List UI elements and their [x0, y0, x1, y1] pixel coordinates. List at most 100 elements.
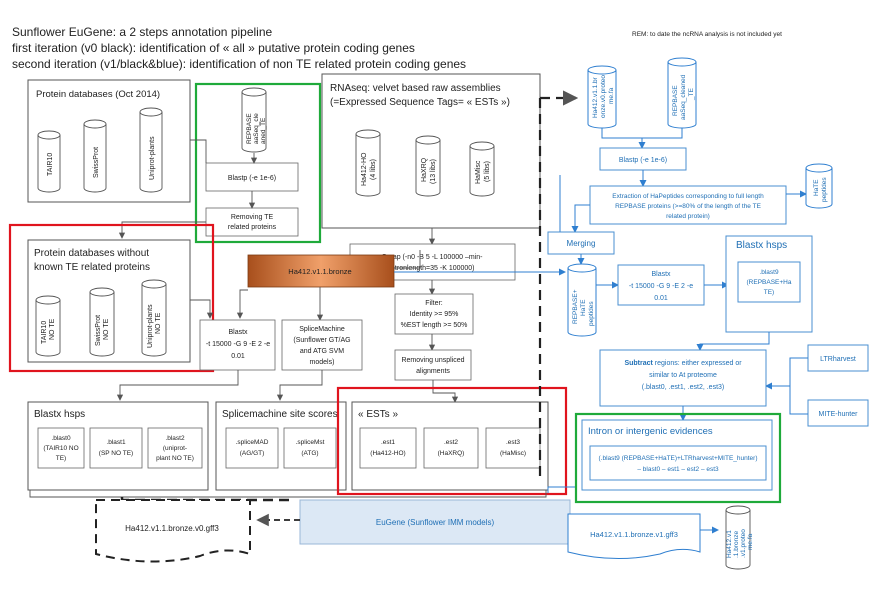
tair10-cylinder: TAIR10: [37, 130, 61, 193]
unspliced-label1: Removing unspliced: [401, 357, 464, 364]
rem-note: REM: to date the ncRNA analysis is not i…: [632, 31, 782, 38]
intron-formula2: – blast0 – est1 – est2 – est3: [637, 466, 719, 473]
remove-te-label2: related proteins: [228, 224, 277, 231]
filter-box: [394, 293, 474, 335]
svg-text:HaTE: HaTE: [813, 179, 820, 196]
svg-text:Ha412-HO: Ha412-HO: [361, 152, 368, 186]
right-blastx-label2: -t 15000 -G 9 -E 2 -e: [629, 283, 693, 290]
blast0-label1: .blast0: [51, 435, 71, 442]
blast2-label3: plant NO TE): [156, 455, 194, 462]
est2-box: [423, 427, 479, 469]
extract-box: [589, 185, 787, 225]
svg-text:(4 libs): (4 libs): [370, 159, 377, 180]
splice-scores-title: Splicemachine site scores: [222, 409, 338, 420]
no-te-highlight: [8, 223, 215, 373]
blastp-label: Blastp (-e 1e-6): [228, 175, 276, 182]
uniprot-cylinder: Uniprot-plants: [139, 107, 163, 193]
blast2-label2: (uniprot-: [163, 445, 187, 452]
splicemachine-label3: and ATG SVM: [300, 348, 344, 355]
blast0-box: [37, 427, 85, 469]
ltrharvest-label: LTRharvest: [820, 356, 856, 363]
svg-text:HaMisc: HaMisc: [475, 160, 482, 184]
svg-text:peptides: peptides: [821, 177, 828, 202]
blast9-label1: .blast9: [759, 269, 779, 276]
remove-te-label1: Removing TE: [231, 214, 274, 221]
splicemst-label1: .spliceMst: [296, 439, 325, 446]
splicemad-label2: (AG/GT): [240, 450, 265, 457]
svg-text:aned_TE: aned_TE: [260, 117, 267, 144]
extract-label3: related protein): [666, 213, 710, 220]
splicemachine-label1: SpliceMachine: [299, 326, 345, 333]
mitehunter-label: MITE-hunter: [819, 411, 859, 418]
filter-label3: %EST length >= 50%: [401, 322, 468, 329]
unspliced-label2: alignments: [416, 368, 450, 375]
blast1-label2: (SP NO TE): [99, 450, 133, 457]
blast0-label3: TE): [56, 455, 66, 462]
svg-text:REPBASE: REPBASE: [672, 85, 679, 116]
blastx-hsps-title: Blastx hsps: [34, 409, 85, 420]
svg-text:.v1.proteo: .v1.proteo: [740, 529, 747, 558]
blast1-label1: .blast1: [106, 439, 126, 446]
ha412-ho-cylinder: Ha412-HO (4 libs): [355, 129, 381, 197]
blastx-left-label2: -t 15000 -G 9 -E 2 -e: [206, 341, 270, 348]
ests-title: « ESTs »: [358, 409, 398, 420]
splicemachine-label2: (Sunflower GT/AG: [293, 337, 350, 344]
genome-box: [247, 254, 395, 288]
blast9-label3: TE): [764, 289, 774, 296]
svg-text:REPBASE+: REPBASE+: [572, 289, 579, 324]
right-blastx-box: [617, 264, 705, 306]
right-blastp-label: Blastp (-e 1e-6): [619, 157, 667, 164]
rnaseq-title2: (=Expressed Sequence Tags= « ESTs »): [330, 97, 510, 108]
protein-db-title: Protein databases (Oct 2014): [36, 89, 160, 100]
svg-text:NO TE: NO TE: [103, 318, 110, 340]
svg-text:me.fa: me.fa: [608, 87, 615, 104]
unspliced-box: [394, 349, 472, 381]
splicemad-label1: .spliceMAD: [236, 439, 269, 446]
est1-label2: (Ha412-HO): [370, 450, 405, 457]
ests-highlight: [336, 386, 568, 496]
splicemst-box: [283, 427, 337, 469]
splicemachine-label4: models): [310, 359, 335, 366]
header-line1: Sunflower EuGene: a 2 steps annotation p…: [12, 25, 273, 39]
right-hsps-title: Blastx hsps: [736, 240, 787, 251]
subtract-box: [599, 349, 767, 407]
est1-box: [359, 427, 417, 469]
header-line3: second iteration (v1/black&blue): identi…: [12, 57, 466, 71]
svg-text:HaXRQ: HaXRQ: [421, 157, 428, 182]
gmap-label1: Gmap (-n0 -B 5 -L 100000 –min-: [382, 254, 484, 261]
gmap-label2: intronlength=35 -K 100000): [389, 265, 474, 272]
svg-text:_TE: _TE: [688, 87, 695, 101]
uniprot-note-cylinder: Uniprot-plants NO TE: [141, 279, 167, 357]
subtract-label1: Subtract regions: either expressed or: [624, 360, 742, 367]
intron-formula-box: [589, 445, 767, 481]
swissprot-note-cylinder: SwissProt NO TE: [89, 287, 115, 357]
intron-formula1: (.blast9 (REPBASE+HaTE)+LTRharvest+MITE_…: [598, 455, 757, 462]
svg-text:TAIR10: TAIR10: [41, 321, 48, 344]
intron-title: Intron or intergenic evidences: [588, 426, 713, 437]
haxrq-cylinder: HaXRQ (13 libs): [415, 135, 441, 197]
v0-proteome-cylinder: Ha412.v1.1.br onze.v0.proteo me.fa: [587, 65, 617, 129]
v1-proteome-cylinder: Ha412.v1 .1.bronze .v1.proteo me.fa: [725, 505, 754, 570]
repbase-hate-cylinder: REPBASE+ HaTE peptides: [567, 263, 597, 337]
swissprot-cylinder: SwissProt: [83, 119, 107, 193]
est3-label1: .est3: [506, 439, 520, 446]
subtract-label2: similar to At proteome: [649, 372, 717, 379]
svg-text:Ha412.v1.1.br: Ha412.v1.1.br: [592, 76, 599, 118]
svg-text:aaSeq_cle: aaSeq_cle: [253, 113, 260, 144]
right-blastx-label3: 0.01: [654, 295, 668, 302]
repbase-cleaned-cylinder: REPBASE aaSeq_cleaned _TE: [667, 57, 697, 129]
blast0-label2: (TAIR10 NO: [43, 445, 78, 452]
svg-text:SwissProt: SwissProt: [93, 147, 100, 178]
rnaseq-title1: RNAseq: velvet based raw assemblies: [330, 83, 501, 94]
no-te-title1: Protein databases without: [34, 248, 149, 259]
svg-text:(5 libs): (5 libs): [484, 161, 491, 182]
extract-label2: REPBASE proteins (>=80% of the length of…: [615, 203, 762, 210]
te-removal-highlight: [194, 82, 322, 244]
blast2-box: [147, 427, 203, 469]
svg-text:(13 libs): (13 libs): [430, 159, 437, 184]
splicemst-label2: (ATG): [301, 450, 318, 457]
blast2-label1: .blast2: [165, 435, 185, 442]
blast9-box: [737, 261, 801, 303]
genome-label: Ha412.v1.1.bronze: [288, 267, 351, 276]
svg-text:onze.v0.proteo: onze.v0.proteo: [600, 75, 607, 118]
